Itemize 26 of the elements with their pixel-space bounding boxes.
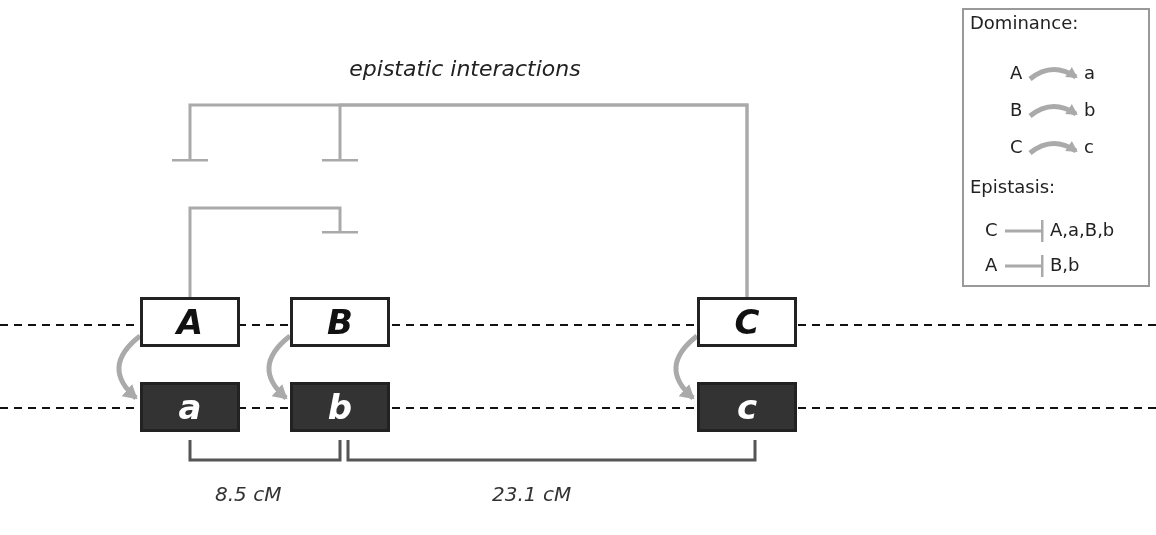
allele-letter: B	[1010, 99, 1023, 120]
inhibition-connector	[188, 206, 360, 297]
recessive-allele-box: a	[140, 382, 240, 432]
section-heading: Epistasis:	[970, 176, 1056, 197]
dominant-allele-box: C	[697, 297, 797, 347]
allele-letter: C	[1010, 136, 1023, 157]
title: epistatic interactions	[348, 56, 582, 81]
allele-letter: c	[1084, 136, 1094, 157]
curved-arrow	[266, 334, 292, 400]
allele-letter: a	[1084, 62, 1096, 83]
dominant-allele-box: B	[290, 297, 390, 347]
allele-list: B,b	[1050, 254, 1080, 275]
recessive-allele-box: c	[697, 382, 797, 432]
dimension-label: 8.5 cM	[215, 482, 282, 506]
allele-letter: A	[985, 254, 998, 275]
inhibition-connector	[320, 103, 749, 297]
curved-arrow	[116, 334, 142, 400]
curved-arrow	[673, 334, 699, 400]
dimension-label: 23.1 cM	[492, 482, 572, 506]
section-heading: Dominance:	[970, 12, 1079, 33]
allele-letter: C	[985, 219, 998, 240]
dominant-allele-box: A	[140, 297, 240, 347]
allele-list: A,a,B,b	[1050, 219, 1115, 240]
recessive-allele-box: b	[290, 382, 390, 432]
allele-letter: b	[1084, 99, 1096, 120]
allele-letter: A	[1010, 62, 1023, 83]
